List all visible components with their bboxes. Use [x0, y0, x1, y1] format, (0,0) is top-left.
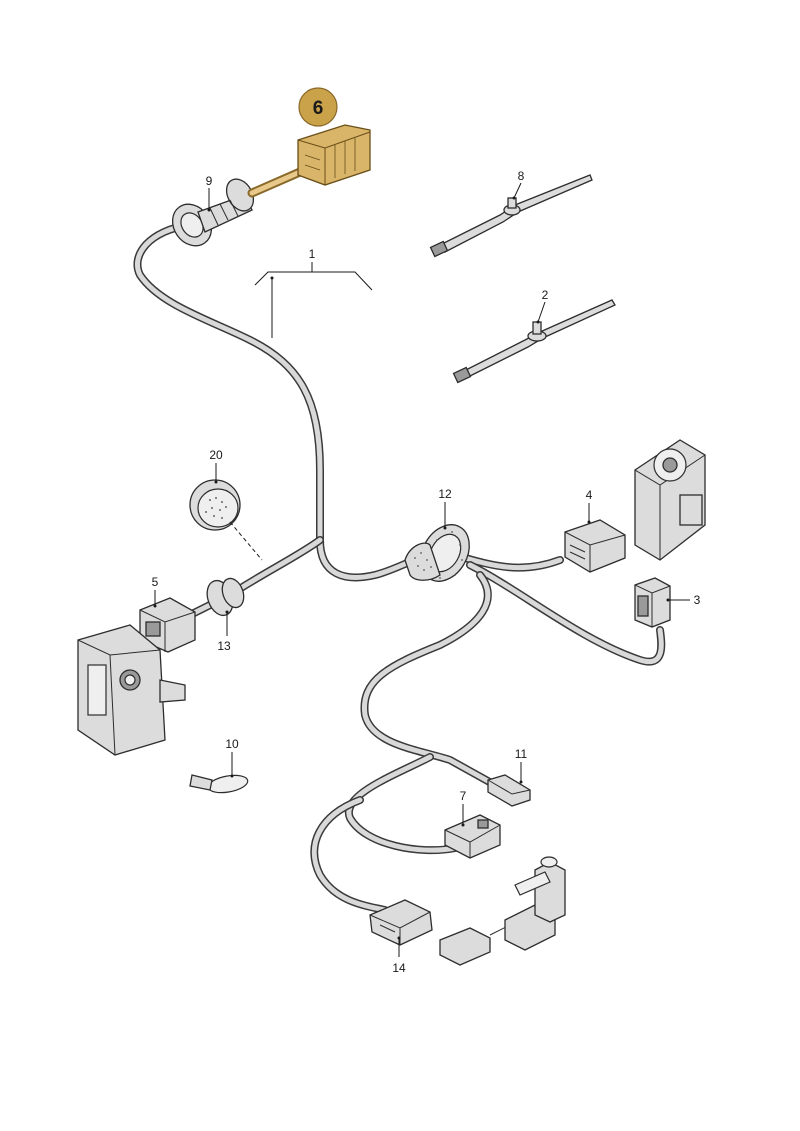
callout-11[interactable]: 11	[515, 747, 528, 761]
connector-part-11	[487, 774, 531, 807]
grommet-part-9	[171, 178, 255, 247]
callout-14[interactable]: 14	[392, 961, 406, 975]
callout-labels: 1 2 3 4 5 7 8 9 10 11 12 13 14 20	[152, 169, 701, 975]
connector-part-4	[564, 519, 626, 573]
callout-1[interactable]: 1	[309, 247, 316, 261]
door-switch	[439, 856, 566, 966]
grommet-part-13	[206, 577, 245, 617]
highlight-badge	[298, 87, 338, 127]
plug-part-20	[189, 479, 241, 531]
callout-13[interactable]: 13	[217, 639, 231, 653]
connector-part-7	[444, 814, 501, 859]
callout-7[interactable]: 7	[460, 789, 467, 803]
callout-20[interactable]: 20	[209, 448, 223, 462]
window-motor	[634, 439, 706, 561]
callout-8[interactable]: 8	[518, 169, 525, 183]
door-lock-assembly	[77, 624, 186, 756]
callout-4[interactable]: 4	[586, 488, 593, 502]
grommet-part-12	[404, 524, 470, 582]
connector-part-14	[369, 899, 433, 946]
cable-tie-part-2	[452, 299, 616, 384]
callout-leaders	[153, 182, 690, 957]
callout-12[interactable]: 12	[438, 487, 452, 501]
callout-9[interactable]: 9	[206, 174, 213, 188]
connector-part-3	[634, 577, 671, 628]
callout-10[interactable]: 10	[225, 737, 239, 751]
callout-2[interactable]: 2	[542, 288, 549, 302]
highlight-label: 6	[313, 98, 324, 119]
callout-3[interactable]: 3	[694, 593, 701, 607]
cable-tie-part-8	[429, 174, 593, 258]
callout-5[interactable]: 5	[152, 575, 159, 589]
connector-part-6: 6	[247, 87, 371, 198]
cable-tie-part-10	[189, 774, 249, 794]
